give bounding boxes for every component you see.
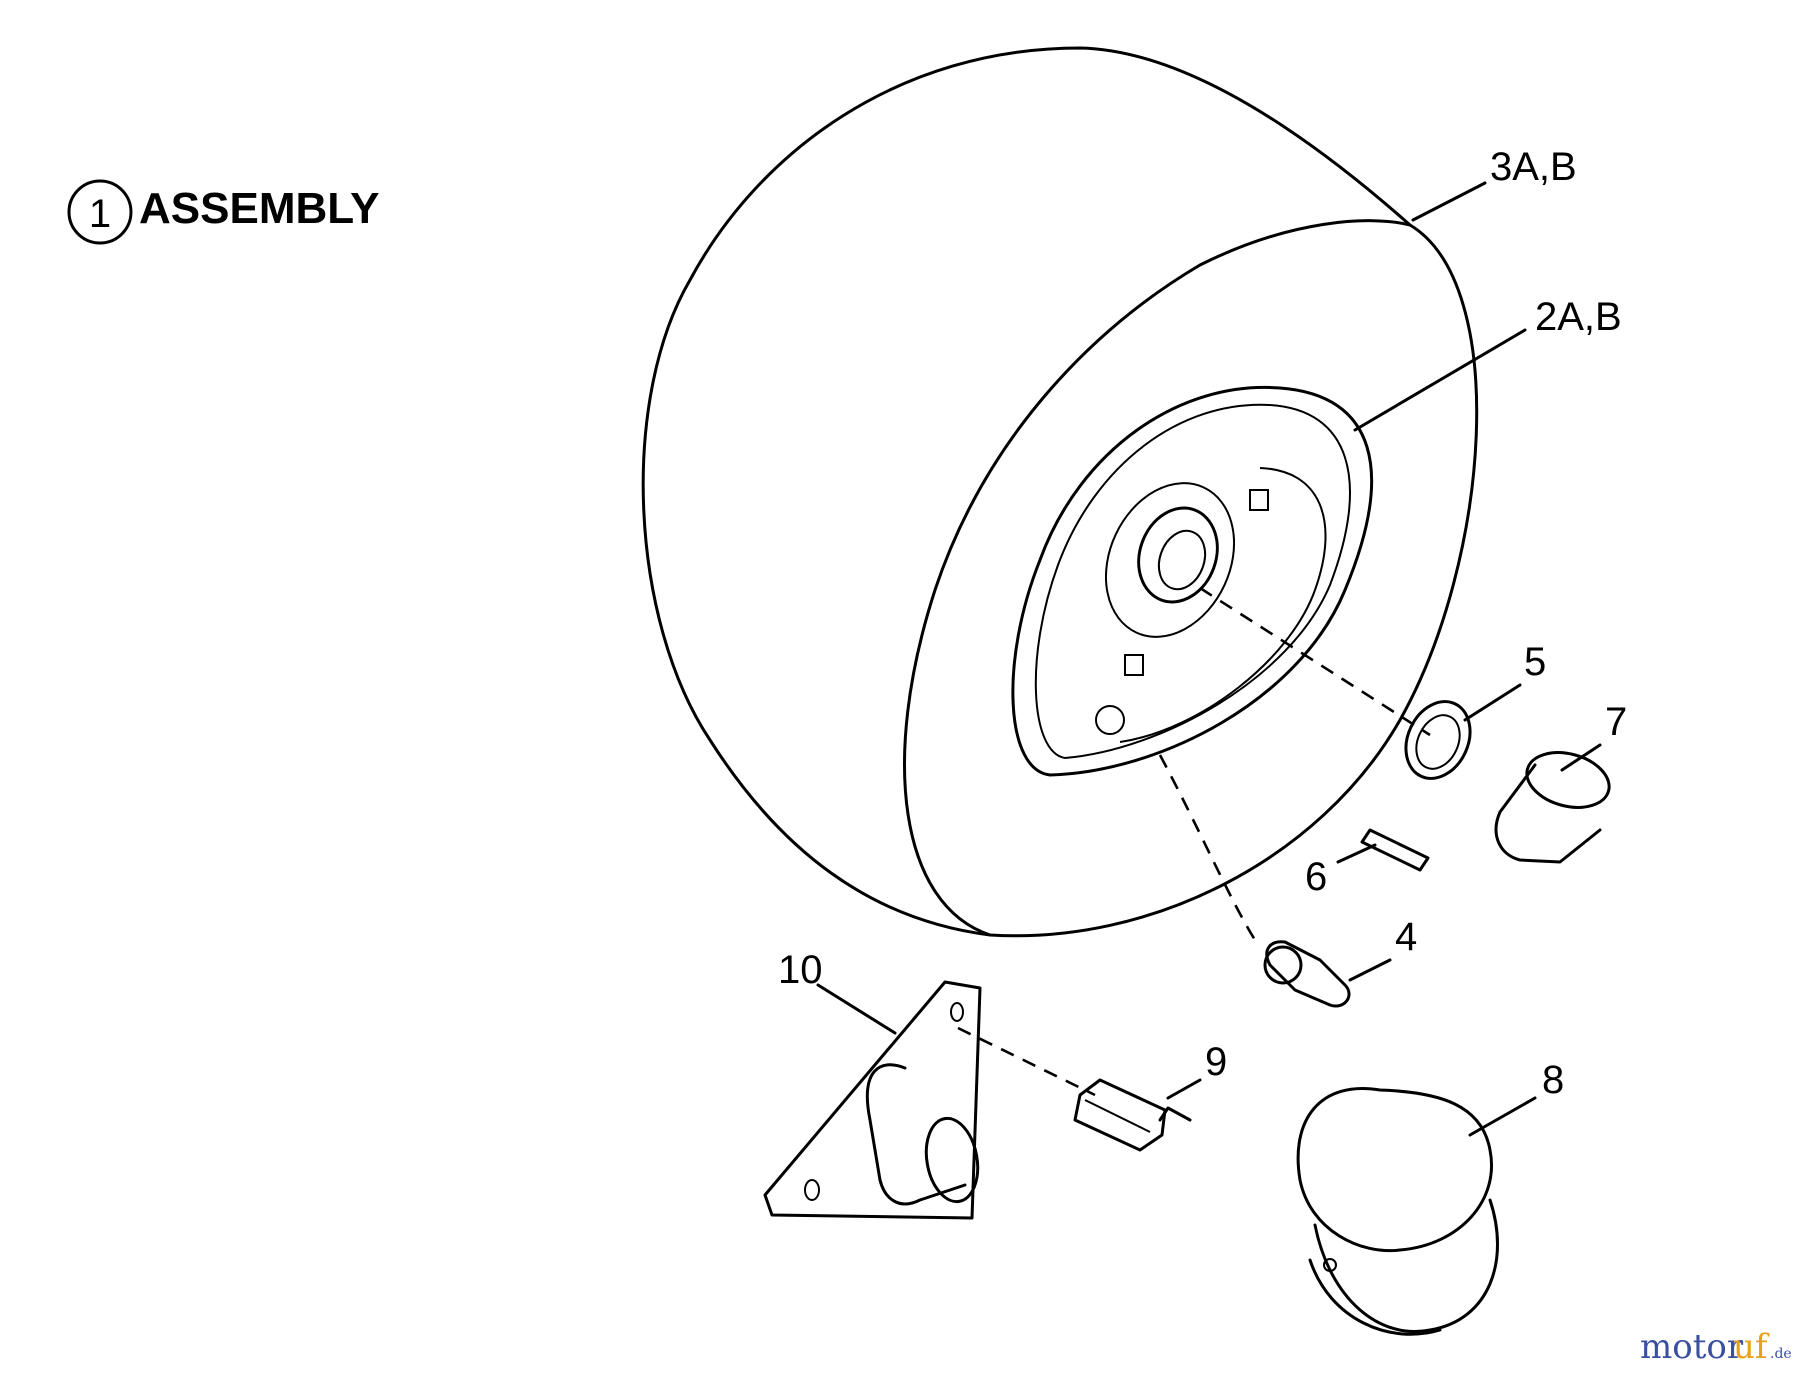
mounting-plate xyxy=(763,980,982,1220)
rim xyxy=(1011,385,1373,777)
axis-line-hub xyxy=(1199,586,1431,737)
assembly-label: ASSEMBLY xyxy=(139,184,379,233)
leader-7 xyxy=(1560,743,1602,772)
watermark-suffix: .de xyxy=(1770,1346,1792,1362)
spacer xyxy=(1494,751,1611,864)
callout-3ab: 3A,B xyxy=(1490,145,1577,189)
callout-10: 10 xyxy=(778,948,823,992)
callout-4: 4 xyxy=(1395,915,1417,959)
callout-8: 8 xyxy=(1542,1058,1564,1102)
leader-3ab xyxy=(1411,181,1487,222)
leader-4 xyxy=(1348,958,1392,982)
leader-8 xyxy=(1468,1096,1537,1137)
bolt xyxy=(1073,1078,1192,1152)
axis-line-bolt xyxy=(957,1026,1096,1097)
assembly-title: 1 ASSEMBLY xyxy=(67,179,379,245)
watermark-part-a: motor xyxy=(1640,1327,1744,1367)
hub-bushing xyxy=(1137,506,1219,604)
retaining-ring xyxy=(1404,700,1472,780)
watermark-logo: motor uf .de xyxy=(1640,1327,1792,1367)
hub-cap xyxy=(1296,1087,1499,1336)
callout-5: 5 xyxy=(1524,640,1546,684)
leader-5 xyxy=(1463,683,1522,722)
leader-9 xyxy=(1166,1078,1202,1100)
callout-9: 9 xyxy=(1205,1040,1227,1084)
valve-stem xyxy=(1263,940,1351,1008)
leader-6 xyxy=(1336,843,1377,864)
leader-10 xyxy=(816,983,897,1035)
callout-7: 7 xyxy=(1605,700,1627,744)
callout-2ab: 2A,B xyxy=(1535,295,1622,339)
key xyxy=(1360,828,1430,872)
watermark-part-b: uf xyxy=(1733,1327,1770,1367)
assembly-index: 1 xyxy=(89,192,111,236)
callout-6: 6 xyxy=(1305,855,1327,899)
axis-line-valve xyxy=(1158,754,1257,941)
assembly-index-circle xyxy=(67,179,133,245)
leader-2ab xyxy=(1353,328,1527,432)
tire xyxy=(641,46,1479,938)
